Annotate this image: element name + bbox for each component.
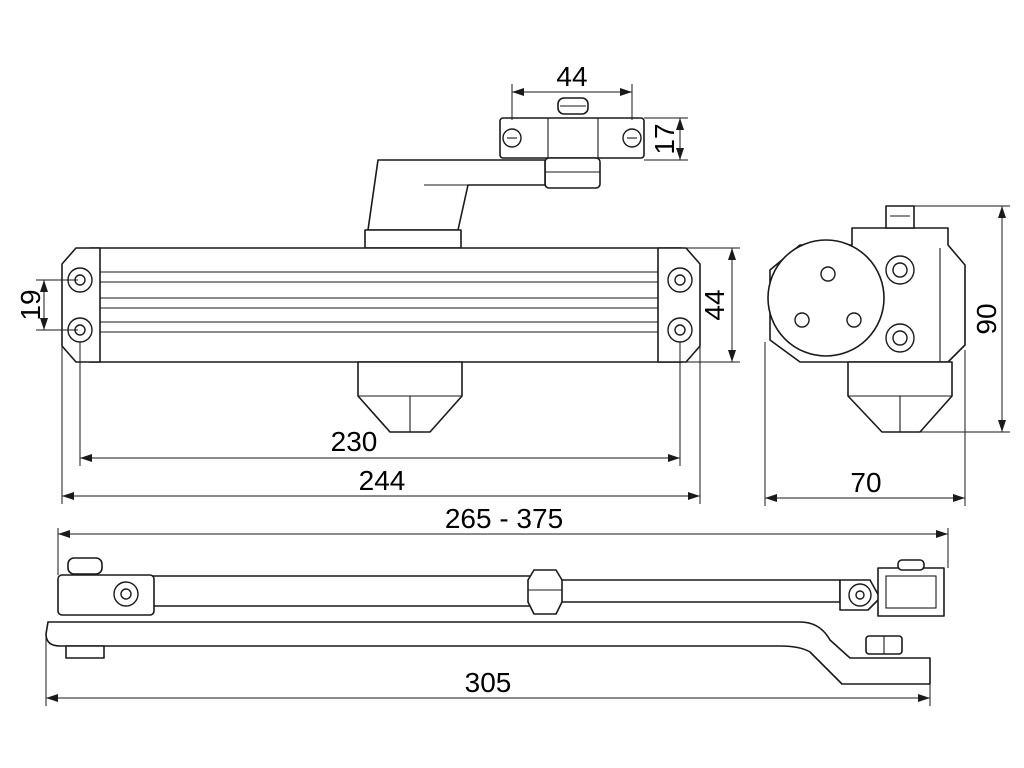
dim-body-height: 44 <box>686 247 740 363</box>
dim-label: 44 <box>699 289 730 320</box>
closer-body <box>61 247 701 433</box>
front-arm <box>364 159 546 249</box>
dim-label: 19 <box>15 289 46 320</box>
mounting-hole <box>667 317 693 343</box>
dim-label: 305 <box>465 667 512 698</box>
dim-body-length: 244 <box>61 346 701 504</box>
mounting-hole <box>67 267 93 293</box>
dim-side-height: 90 <box>914 205 1010 433</box>
dim-label: 244 <box>359 465 406 496</box>
dim-side-width: 70 <box>764 342 966 506</box>
dim-label: 230 <box>331 426 378 457</box>
dim-hole-spacing: 19 <box>15 279 78 331</box>
dim-label: 44 <box>556 61 587 92</box>
dim-label: 265 - 375 <box>445 503 563 534</box>
dim-arm-length: 305 <box>45 634 931 706</box>
top-bracket <box>499 97 645 189</box>
side-hole <box>885 323 915 353</box>
dim-mount-length: 230 <box>79 342 681 466</box>
mounting-hole <box>667 267 693 293</box>
side-view <box>767 205 966 433</box>
arm-assembly <box>45 557 945 685</box>
dim-label: 17 <box>649 123 680 154</box>
dim-label: 70 <box>850 467 881 498</box>
dim-arm-range: 265 - 375 <box>57 503 949 575</box>
side-hole <box>885 255 915 285</box>
dim-bracket-width: 44 <box>511 61 633 120</box>
dim-label: 90 <box>971 303 1002 334</box>
dim-bracket-height: 17 <box>644 117 688 161</box>
